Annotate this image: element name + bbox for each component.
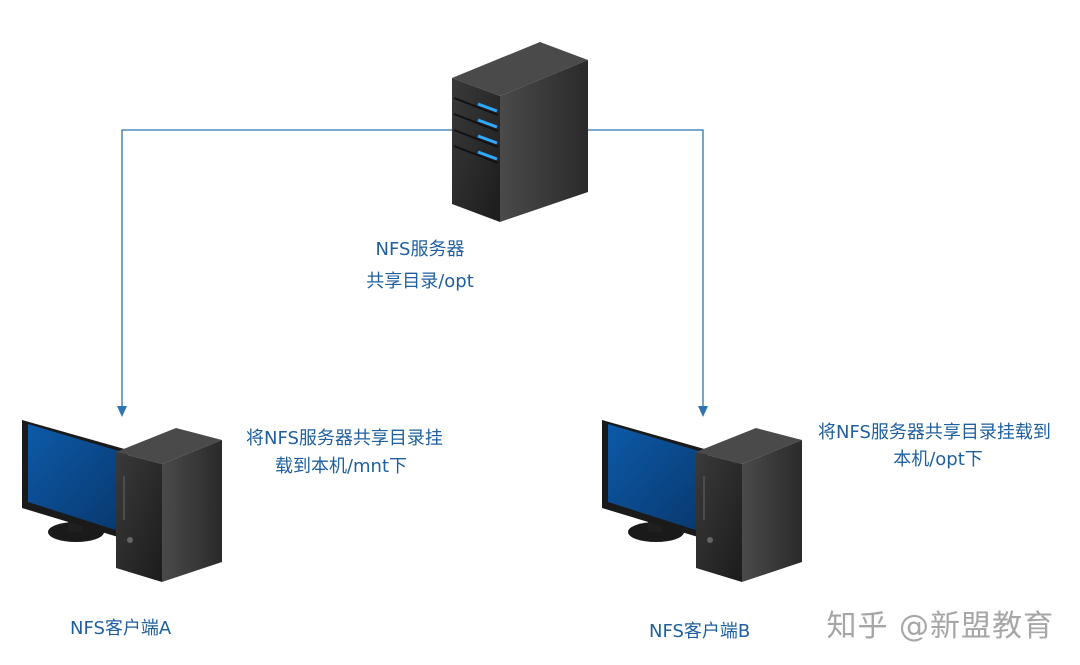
client-b-workstation-icon (602, 420, 802, 582)
led-icon (477, 118, 498, 129)
arrowhead-icon (117, 406, 127, 417)
watermark: 知乎 @新盟教育 (826, 609, 1054, 644)
monitor-screen (28, 424, 122, 532)
connector-to-client-a (117, 129, 452, 417)
client-a-note-line1: 将NFS服务器共享目录挂 (246, 428, 443, 449)
client-b-note-line2: 本机/opt下 (893, 449, 983, 470)
client-b-name-label: NFS客户端B (649, 621, 751, 642)
monitor-screen (608, 424, 702, 532)
led-icon (477, 134, 498, 145)
server-share-label: 共享目录/opt (366, 271, 474, 292)
client-a-name-label: NFS客户端A (70, 618, 172, 639)
connector-to-client-b (588, 129, 708, 417)
client-a-note-line2: 载到本机/mnt下 (274, 456, 408, 477)
server-icon (452, 42, 588, 222)
client-b-note-line1: 将NFS服务器共享目录挂载到 (818, 422, 1051, 443)
arrowhead-icon (698, 406, 708, 417)
client-a-workstation-icon (22, 420, 222, 582)
server-name-label: NFS服务器 (375, 239, 465, 260)
led-icon (477, 102, 498, 113)
led-icon (477, 150, 498, 161)
